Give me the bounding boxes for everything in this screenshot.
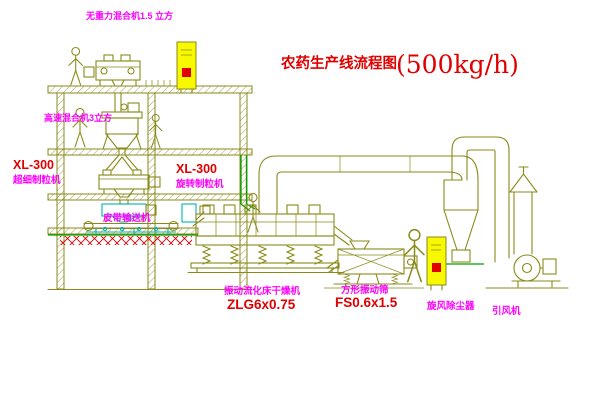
label-right-granulator-model: XL-300 <box>176 162 217 176</box>
label-belt-conveyor: 皮带输送机 <box>102 212 151 224</box>
control-cabinet-bottom <box>426 236 447 291</box>
label-fan: 引风机 <box>492 305 521 317</box>
label-high-speed-mixer: 高速混合机3立方 <box>44 112 112 123</box>
label-left-granulator-name: 超细制粒机 <box>12 174 61 186</box>
high-speed-mixer <box>101 102 143 156</box>
label-top-mixer: 无重力混合机1.5 立方 <box>85 10 173 21</box>
label-dryer-model: ZLG6x0.75 <box>227 297 296 312</box>
foundation-hatch-red <box>60 236 192 245</box>
rotary-granulator <box>98 169 161 198</box>
fine-granulator <box>101 199 157 223</box>
label-dryer-name: 振动流化床干燥机 <box>224 285 301 297</box>
exhaust-stack <box>509 166 538 255</box>
control-cabinet-top <box>176 41 197 94</box>
y-chute <box>105 154 139 171</box>
fluid-bed-dryer <box>187 204 353 274</box>
green-downpipe <box>240 155 256 212</box>
vibrating-sieve <box>324 240 424 289</box>
label-sieve-model: FS0.6x1.5 <box>335 295 398 310</box>
exhaust-duct <box>258 155 479 215</box>
label-cyclone: 旋风除尘器 <box>426 300 475 312</box>
labels: 农药生产线流程图 (500kg/h) 无重力混合机1.5 立方 高速混合机3立方… <box>12 10 521 317</box>
belt-conveyor <box>83 220 179 234</box>
label-right-granulator-name: 旋转制粒机 <box>175 178 224 190</box>
diagram-capacity: (500kg/h) <box>396 50 519 79</box>
induced-draft-fan <box>485 254 569 289</box>
diagram-title: 农药生产线流程图 <box>280 54 397 72</box>
zero-gravity-mixer <box>83 54 141 113</box>
label-sieve-name: 方形振动筛 <box>341 284 389 296</box>
cyclone-separator <box>438 136 510 265</box>
label-left-granulator-model: XL-300 <box>13 158 54 172</box>
